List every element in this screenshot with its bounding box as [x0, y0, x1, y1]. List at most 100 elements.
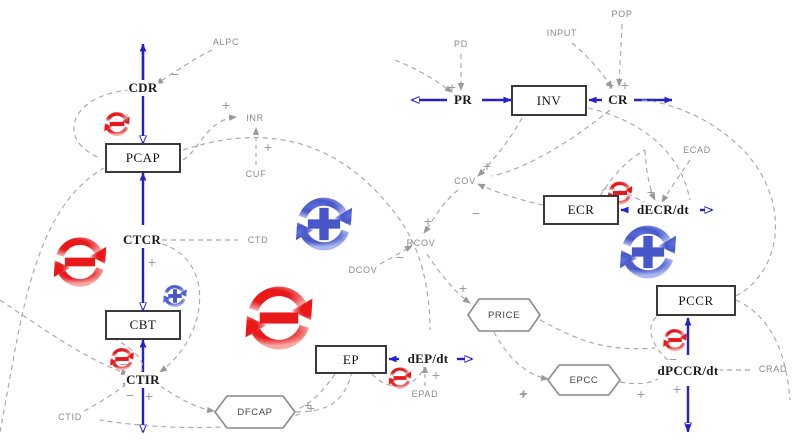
- sign-cbt-ctir: −: [119, 356, 129, 372]
- sign-cdr-pcap: +: [122, 109, 132, 125]
- hex-epcc[interactable]: EPCC: [547, 364, 621, 396]
- variable-dcov[interactable]: DCOV: [349, 265, 378, 275]
- hex-epcc-shape: [547, 364, 621, 396]
- sign-ctcr-cbt: +: [147, 254, 157, 270]
- loop-reinforcing-pccr[interactable]: [612, 225, 683, 279]
- hex-price-label: PRICE: [487, 309, 521, 321]
- variable-dcov-text: DCOV: [348, 265, 378, 275]
- flow-label-decr-dt[interactable]: dECR/dt: [636, 202, 690, 218]
- flow-label-dpccr-dt[interactable]: dPCCR/dt: [656, 363, 720, 379]
- stock-pcap-label: PCAP: [125, 150, 161, 165]
- variable-cov-text: COV: [454, 176, 476, 186]
- stock-inv[interactable]: INV: [511, 85, 587, 116]
- variable-epad[interactable]: EPAD: [412, 389, 439, 399]
- loop-reinforcing-center[interactable]: [288, 197, 359, 251]
- variable-input[interactable]: INPUT: [547, 28, 578, 38]
- variable-rcov[interactable]: RCOV: [407, 238, 436, 248]
- sign-epad-dep: +: [431, 367, 441, 383]
- flow-label-dep-dt[interactable]: dEP/dt: [406, 351, 450, 367]
- loop-balancing-center-big[interactable]: [236, 286, 321, 350]
- variable-inr[interactable]: INR: [246, 113, 264, 123]
- stock-pccr-label: PCCR: [678, 292, 714, 308]
- hex-price[interactable]: PRICE: [467, 298, 541, 332]
- variable-pop-text: POP: [611, 9, 633, 19]
- sign-ecad-decr: +: [646, 184, 656, 200]
- loop-balancing-cbt-ctir[interactable]: [107, 347, 137, 371]
- sign-cr-2: +: [620, 77, 630, 93]
- variable-cuf-text: CUF: [245, 169, 267, 179]
- sign-price-right: +: [519, 385, 529, 401]
- variable-crad-text: CRAD: [758, 364, 788, 374]
- variable-alpc-text: ALPC: [212, 37, 240, 47]
- variable-epad-text: EPAD: [411, 389, 439, 399]
- sign-rcov-price: +: [458, 280, 468, 296]
- sign-inv-cov: +: [482, 158, 492, 174]
- flow-decr-text: dECR/dt: [637, 202, 689, 217]
- variable-input-text: INPUT: [546, 28, 578, 38]
- variable-ecad-text: ECAD: [683, 145, 711, 155]
- flow-pr-text: PR: [454, 92, 472, 107]
- sign-ctir-dfcap: +: [144, 388, 154, 404]
- flow-dpccr-text: dPCCR/dt: [657, 363, 719, 378]
- stock-inv-label: INV: [536, 92, 562, 108]
- hex-dfcap-shape: [214, 395, 296, 429]
- variable-ecad[interactable]: ECAD: [683, 145, 711, 155]
- stock-pccr[interactable]: PCCR: [656, 285, 736, 316]
- sign-cuf-inr: +: [263, 139, 273, 155]
- loop-balancing-dpccr[interactable]: [660, 328, 690, 352]
- sign-pd-pr: +: [447, 79, 457, 95]
- sign-pcap-inr: +: [221, 97, 231, 113]
- sign-alpc-cdr: −: [170, 66, 180, 82]
- stock-ecr[interactable]: ECR: [543, 195, 619, 225]
- stock-ep[interactable]: EP: [315, 345, 387, 374]
- variable-ctid-text: CTID: [58, 412, 82, 422]
- variable-ctd[interactable]: CTD: [248, 235, 269, 245]
- flow-cdr-text: CDR: [128, 80, 158, 95]
- loop-balancing-ep[interactable]: [386, 367, 415, 389]
- flow-label-cr[interactable]: CR: [607, 92, 629, 108]
- variable-pd[interactable]: PD: [454, 39, 468, 49]
- sign-ep-left: +: [306, 400, 316, 416]
- sign-dfcap-right: +: [303, 397, 313, 413]
- flow-ctcr-text: CTCR: [122, 232, 162, 247]
- stock-pcap[interactable]: PCAP: [105, 143, 181, 173]
- sign-ctid-ctir: −: [125, 387, 135, 403]
- loop-balancing-far-left[interactable]: [47, 237, 114, 287]
- sign-ecr-cov: −: [471, 205, 481, 221]
- variable-cuf[interactable]: CUF: [246, 169, 267, 179]
- variable-ctid[interactable]: CTID: [58, 412, 82, 422]
- variable-inr-text: INR: [246, 113, 264, 123]
- flow-label-pr[interactable]: PR: [453, 92, 473, 108]
- sign-epcc-left: +: [518, 386, 528, 402]
- flow-cr-text: CR: [608, 92, 628, 107]
- sign-dpccr-2: +: [672, 381, 682, 397]
- stock-cbt[interactable]: CBT: [105, 310, 181, 340]
- hex-dfcap-label: DFCAP: [237, 406, 273, 418]
- stock-ep-label: EP: [342, 351, 360, 367]
- sign-cr-1: +: [605, 77, 615, 93]
- variable-crad[interactable]: CRAD: [759, 364, 787, 374]
- flow-label-cdr[interactable]: CDR: [127, 80, 159, 96]
- variable-ctd-text: CTD: [247, 235, 269, 245]
- stock-ecr-label: ECR: [567, 202, 595, 217]
- sign-dpccr-1: −: [668, 351, 678, 367]
- flow-ctir-text: CTIR: [126, 372, 160, 387]
- stock-cbt-label: CBT: [129, 317, 157, 332]
- loop-balancing-cdr-pcap[interactable]: [101, 112, 133, 136]
- variable-rcov-text: RCOV: [406, 238, 436, 248]
- hex-epcc-label: EPCC: [569, 374, 599, 386]
- flow-dep-text: dEP/dt: [407, 351, 449, 366]
- variable-pop[interactable]: POP: [611, 9, 632, 19]
- hex-price-shape: [467, 298, 541, 332]
- sign-cov-rcov: +: [423, 213, 433, 229]
- variable-alpc[interactable]: ALPC: [213, 37, 239, 47]
- variable-cov[interactable]: COV: [454, 176, 476, 186]
- flow-label-ctir[interactable]: CTIR: [125, 372, 161, 388]
- flow-label-ctcr[interactable]: CTCR: [121, 232, 163, 248]
- loop-reinforcing-ctcr[interactable]: [160, 284, 190, 308]
- hex-dfcap[interactable]: DFCAP: [214, 395, 296, 429]
- sign-epcc-dpccr: +: [636, 386, 646, 402]
- sign-dcov-rcov: −: [395, 249, 405, 265]
